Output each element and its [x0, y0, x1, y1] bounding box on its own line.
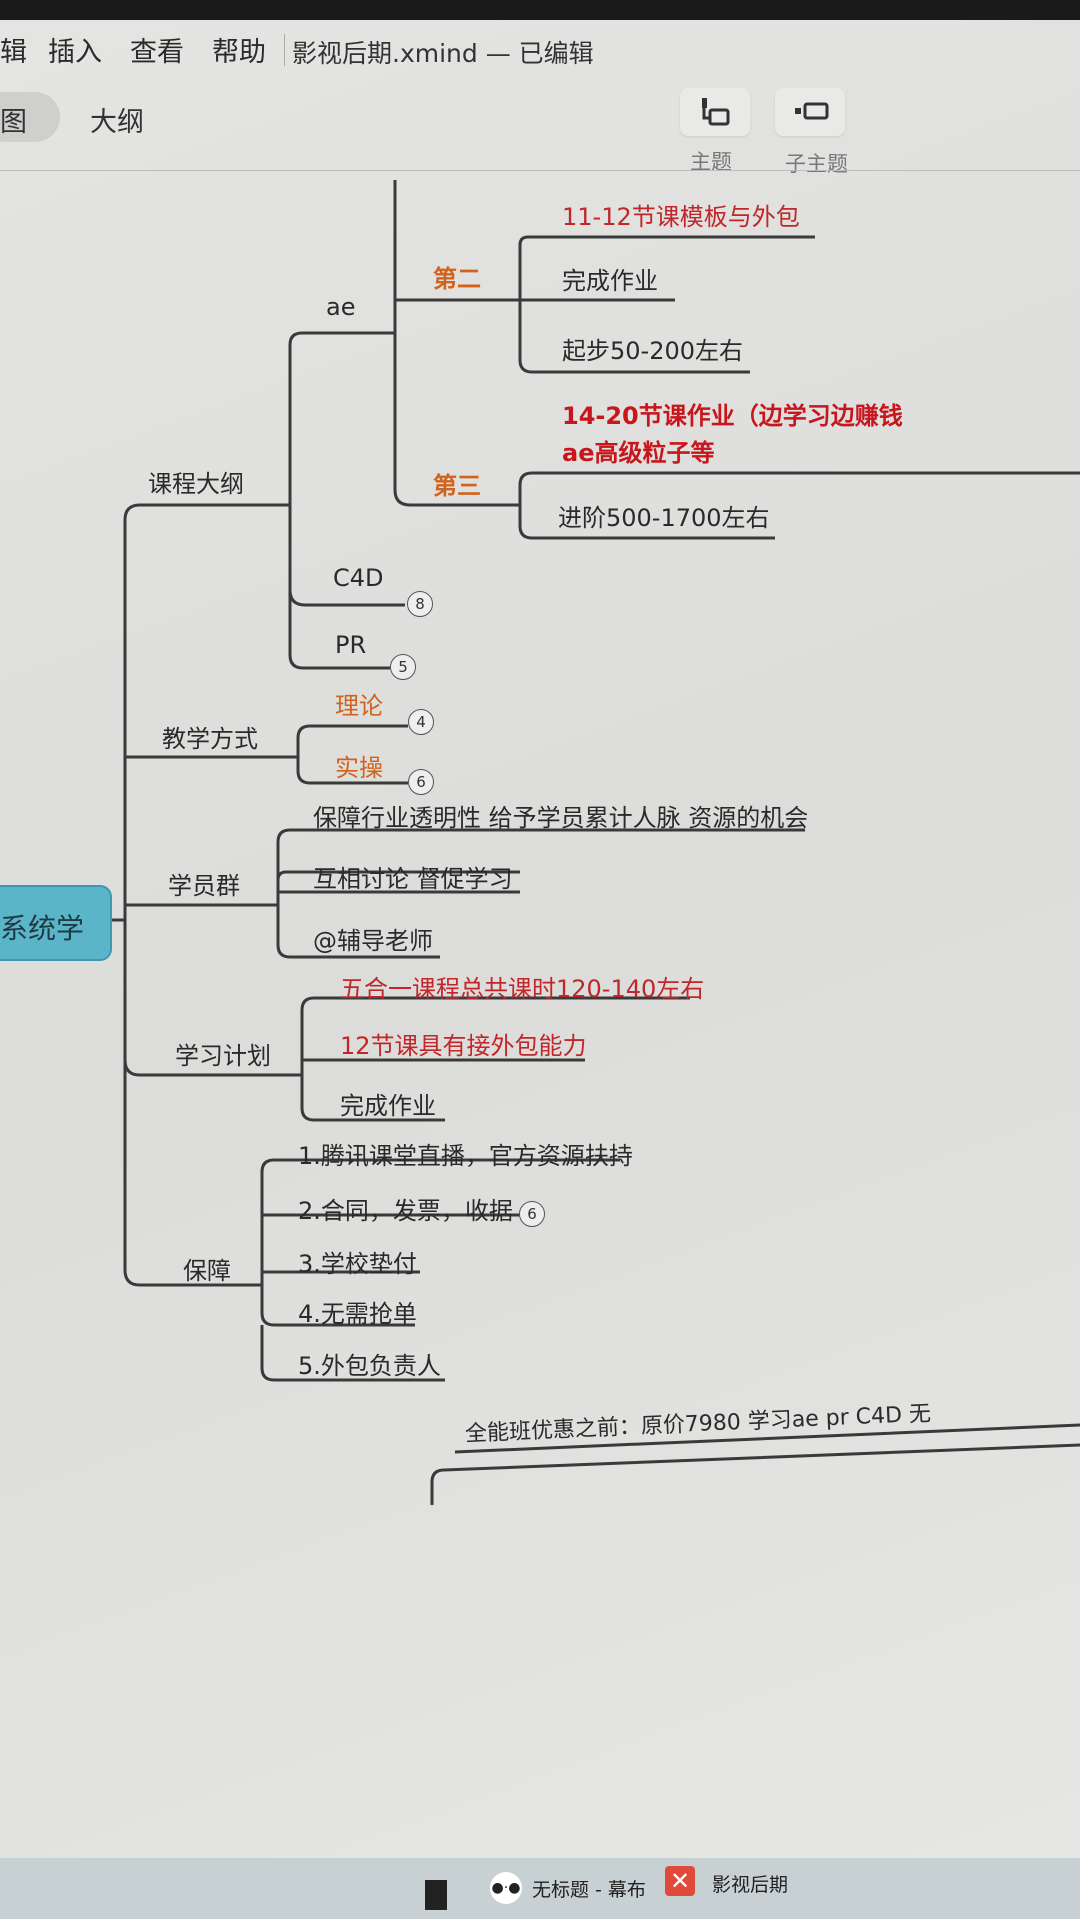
- mubu-icon[interactable]: ●·●: [490, 1872, 522, 1904]
- topic-button[interactable]: [680, 88, 750, 136]
- topic-item[interactable]: 五合一课程总共课时120-140左右: [340, 975, 705, 1003]
- divider: [284, 34, 285, 66]
- taskbar-item-mubu[interactable]: 无标题 - 幕布: [532, 1879, 646, 1901]
- menu-view[interactable]: 查看: [130, 37, 184, 68]
- topic-third[interactable]: 第三: [433, 472, 481, 500]
- collapsed-count-badge[interactable]: 6: [408, 769, 434, 795]
- topic-group[interactable]: 学员群: [168, 872, 240, 900]
- topic-c4d[interactable]: C4D: [333, 564, 384, 592]
- topic-item[interactable]: 互相讨论 督促学习: [313, 865, 513, 893]
- topic-item[interactable]: 进阶500-1700左右: [558, 504, 770, 532]
- topic-item[interactable]: 2.合同，发票，收据: [298, 1197, 513, 1225]
- topic-theory[interactable]: 理论: [335, 692, 383, 720]
- topic-item[interactable]: 11-12节课模板与外包: [562, 203, 800, 231]
- topic-icon: [702, 98, 730, 126]
- topic-item[interactable]: 14-20节课作业（边学习边赚钱: [562, 402, 903, 430]
- menu-help[interactable]: 帮助: [212, 37, 266, 68]
- menu-insert[interactable]: 插入: [48, 37, 102, 68]
- central-topic-label: 系统学: [0, 912, 85, 945]
- taskbar: [0, 1858, 1080, 1919]
- collapsed-count-badge[interactable]: 8: [407, 591, 433, 617]
- topic-item[interactable]: 完成作业: [340, 1092, 436, 1120]
- tab-mindmap[interactable]: [0, 92, 60, 142]
- topic-practice[interactable]: 实操: [335, 754, 383, 782]
- topic-item[interactable]: 12节课具有接外包能力: [340, 1032, 587, 1060]
- window-title: 影视后期.xmind — 已编辑: [292, 39, 594, 68]
- topic-pr[interactable]: PR: [335, 631, 367, 659]
- collapsed-count-badge[interactable]: 4: [408, 709, 434, 735]
- topic-course-outline[interactable]: 课程大纲: [148, 470, 244, 498]
- tab-mindmap-label[interactable]: 图: [0, 107, 27, 138]
- topic-ae[interactable]: ae: [326, 293, 356, 321]
- topic-item[interactable]: ae高级粒子等: [562, 439, 715, 467]
- central-topic[interactable]: 系统学: [0, 885, 112, 961]
- subtopic-label: 子主题: [785, 152, 848, 176]
- collapsed-count-badge[interactable]: 5: [390, 654, 416, 680]
- subtopic-icon: [795, 102, 829, 120]
- topic-teaching[interactable]: 教学方式: [162, 725, 258, 753]
- topic-item[interactable]: 3.学校垫付: [298, 1250, 417, 1278]
- canvas-divider: [0, 170, 1080, 171]
- topic-item[interactable]: 5.外包负责人: [298, 1352, 441, 1380]
- topic-second[interactable]: 第二: [433, 265, 481, 293]
- xmind-icon[interactable]: ✕: [665, 1866, 695, 1896]
- topic-item[interactable]: @辅导老师: [313, 927, 433, 955]
- topic-item[interactable]: 起步50-200左右: [562, 337, 744, 365]
- topic-item[interactable]: 保障行业透明性 给予学员累计人脉 资源的机会: [313, 804, 809, 832]
- tab-outline[interactable]: 大纲: [90, 107, 144, 138]
- topic-item[interactable]: 完成作业: [562, 267, 658, 295]
- topic-plan[interactable]: 学习计划: [175, 1042, 271, 1070]
- xmind-window: [0, 20, 1080, 1860]
- topic-guarantee[interactable]: 保障: [183, 1257, 231, 1285]
- subtopic-button[interactable]: [775, 88, 845, 136]
- topic-item[interactable]: 4.无需抢单: [298, 1300, 417, 1328]
- collapsed-count-badge[interactable]: 6: [519, 1201, 545, 1227]
- topic-item[interactable]: 1.腾讯课堂直播，官方资源扶持: [298, 1142, 633, 1170]
- app-icon[interactable]: [425, 1880, 447, 1910]
- menu-edit[interactable]: 辑: [0, 37, 27, 68]
- taskbar-item-xmind[interactable]: 影视后期: [712, 1874, 789, 1896]
